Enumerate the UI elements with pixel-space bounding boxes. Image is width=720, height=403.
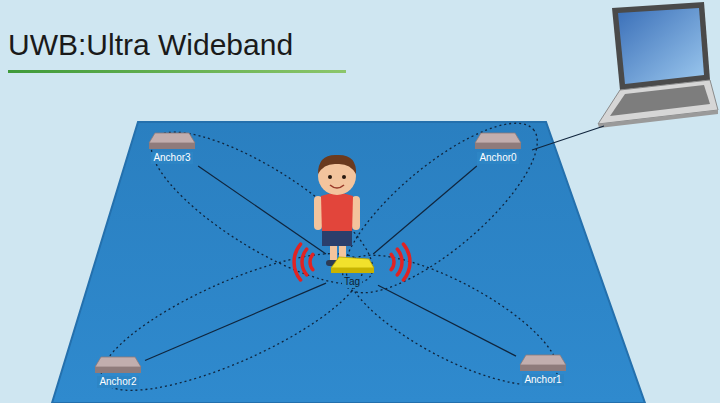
title-underline [8,70,346,73]
anchor-label: Anchor1 [522,374,563,386]
anchor-node: Anchor3 [147,132,197,164]
tag-node: Tag [328,256,376,288]
signal-waves [294,244,410,280]
anchor-device [474,132,522,152]
anchor-device [519,354,567,374]
anchor-device [148,132,196,152]
boy [314,155,360,266]
laptop [598,2,718,128]
floor [52,122,645,403]
range-line [373,166,477,254]
anchor-label: Anchor2 [97,376,138,388]
range-ellipses [86,97,574,403]
range-line [198,166,326,254]
tag-label: Tag [342,276,362,288]
anchor-label: Anchor3 [151,152,192,164]
anchor-node: Anchor2 [93,356,143,388]
range-line [145,283,326,360]
laptop-cable [532,126,604,150]
anchor-device [94,356,142,376]
range-line [378,285,516,356]
tag-device [329,256,375,276]
anchor-node: Anchor0 [473,132,523,164]
anchor-node: Anchor1 [518,354,568,386]
anchor-label: Anchor0 [477,152,518,164]
diagram-title: UWB:Ultra Wideband [8,28,293,62]
